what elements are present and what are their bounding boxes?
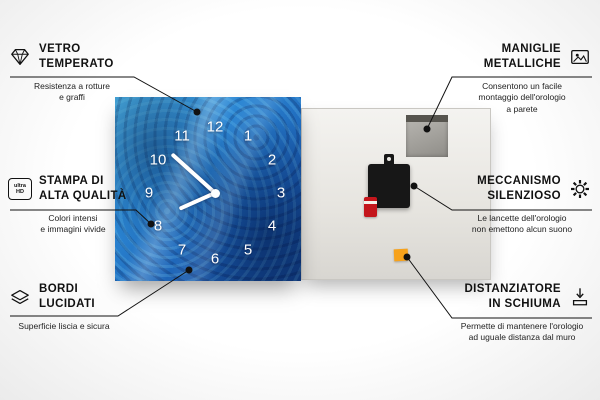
callout-desc: Le lancette dell'orologio non emettono a…: [471, 212, 573, 235]
clock-front-panel: 12 1 2 3 4 5 6 7 8 9 10 11: [115, 97, 301, 281]
callout-maniglie-metalliche: MANIGLIE METALLICHE Consentono un facile…: [452, 42, 592, 115]
foam-spacer: [393, 248, 409, 262]
callout-title: MECCANISMO SILENZIOSO: [477, 175, 561, 202]
clock-number: 11: [174, 127, 190, 145]
clock-number: 3: [276, 184, 286, 202]
callout-bordi-lucidati: BORDI LUCIDATI Superficie liscia e sicur…: [8, 282, 120, 332]
metal-hanger-plate: [406, 115, 448, 157]
callout-desc: Resistenza a rotture e graffi: [33, 80, 111, 103]
callout-distanziatore-schiuma: DISTANZIATORE IN SCHIUMA Permette di man…: [452, 282, 592, 344]
callout-meccanismo-silenzioso: MECCANISMO SILENZIOSO: [452, 174, 592, 236]
callout-title: DISTANZIATORE IN SCHIUMA: [464, 283, 561, 310]
callout-desc: Consentono un facile montaggio dell'orol…: [478, 80, 566, 114]
clock-center-cap: [210, 188, 220, 198]
clock-number: 4: [267, 217, 277, 235]
clock-number: 9: [144, 184, 154, 202]
clock-number: 10: [149, 151, 167, 169]
callout-title: STAMPA DI ALTA QUALITÀ: [39, 175, 127, 202]
clock-number: 2: [267, 151, 277, 169]
callout-vetro-temperato: VETRO TEMPERATO Resistenza a rotture e g…: [8, 42, 136, 104]
callout-desc: Superficie liscia e sicura: [18, 320, 110, 331]
callout-title: VETRO TEMPERATO: [39, 43, 114, 70]
gear-icon: [568, 177, 592, 201]
callout-desc: Colori intensi e immagini vivide: [40, 212, 106, 235]
diamond-icon: [8, 45, 32, 69]
clock-number: 1: [243, 127, 253, 145]
picture-frame-icon: [568, 45, 592, 69]
ultra-hd-label: ultra HD: [8, 177, 32, 200]
callout-desc: Permette di mantenere l'orologio ad ugua…: [460, 320, 584, 343]
clock-number: 12: [206, 118, 224, 136]
wall-spacer-icon: [568, 285, 592, 309]
callout-title: BORDI LUCIDATI: [39, 283, 96, 310]
clock-number: 8: [153, 217, 163, 235]
ultra-hd-icon: ultra HD: [8, 177, 32, 201]
callout-stampa-alta-qualita: ultra HD STAMPA DI ALTA QUALITÀ Colori i…: [8, 174, 138, 236]
callout-title: MANIGLIE METALLICHE: [483, 43, 561, 70]
clock-number: 7: [177, 241, 187, 259]
battery: [364, 197, 377, 217]
layers-icon: [8, 285, 32, 309]
clock-number: 5: [243, 241, 253, 259]
clock-number: 6: [210, 250, 220, 268]
